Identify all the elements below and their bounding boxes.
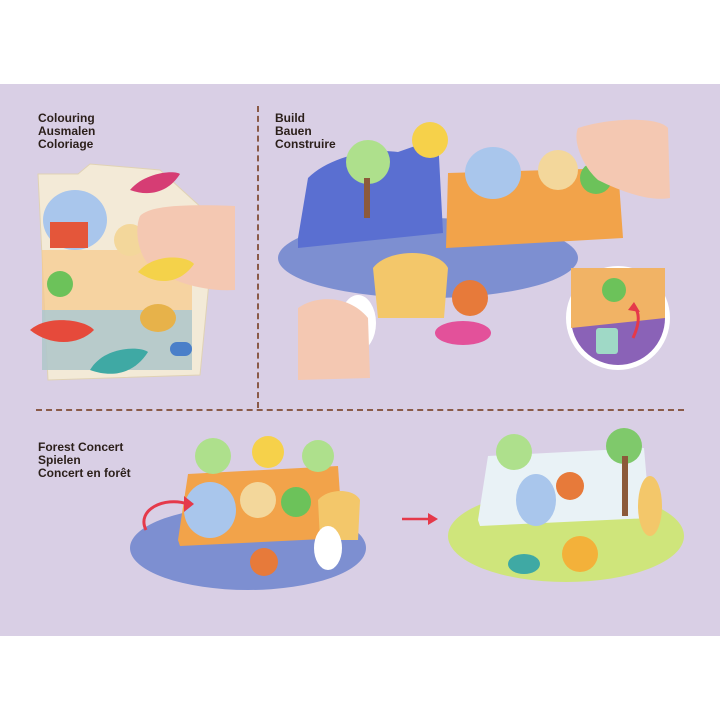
elephant-figure <box>184 482 236 538</box>
horizontal-dashed-divider <box>36 409 684 411</box>
right-arrow-icon <box>402 513 438 525</box>
red-leaf <box>30 320 94 342</box>
build-title-en: Build <box>275 111 305 125</box>
forest-concert-title-de: Spielen <box>38 453 81 467</box>
colouring-title-fr: Coloriage <box>38 137 94 151</box>
tree-canopy <box>346 140 390 184</box>
colouring-illustration <box>30 163 235 381</box>
yellow-leaf <box>138 257 194 282</box>
elephant-figure <box>516 474 556 526</box>
forest-concert-caption: Forest Concert Spielen Concert en forêt <box>38 441 131 480</box>
lion-figure <box>562 536 598 572</box>
colouring-caption: Colouring Ausmalen Coloriage <box>38 112 95 151</box>
build-caption: Build Bauen Construire <box>275 112 336 151</box>
piano-piece <box>373 253 448 318</box>
build-title-de: Bauen <box>275 124 312 138</box>
build-illustration <box>278 119 670 380</box>
teal-leaf <box>90 348 148 374</box>
forest-concert-title-fr: Concert en forêt <box>38 466 131 480</box>
colouring-title-de: Ausmalen <box>38 124 96 138</box>
vertical-dashed-divider <box>257 106 259 408</box>
build-title-fr: Construire <box>275 137 336 151</box>
elephant-figure <box>465 147 521 199</box>
colouring-title-en: Colouring <box>38 111 95 125</box>
forest-concert-finished-illustration <box>448 428 684 582</box>
forest-concert-stage-illustration <box>130 436 366 590</box>
pink-leaf <box>130 172 180 194</box>
forest-concert-title-en: Forest Concert <box>38 440 124 454</box>
